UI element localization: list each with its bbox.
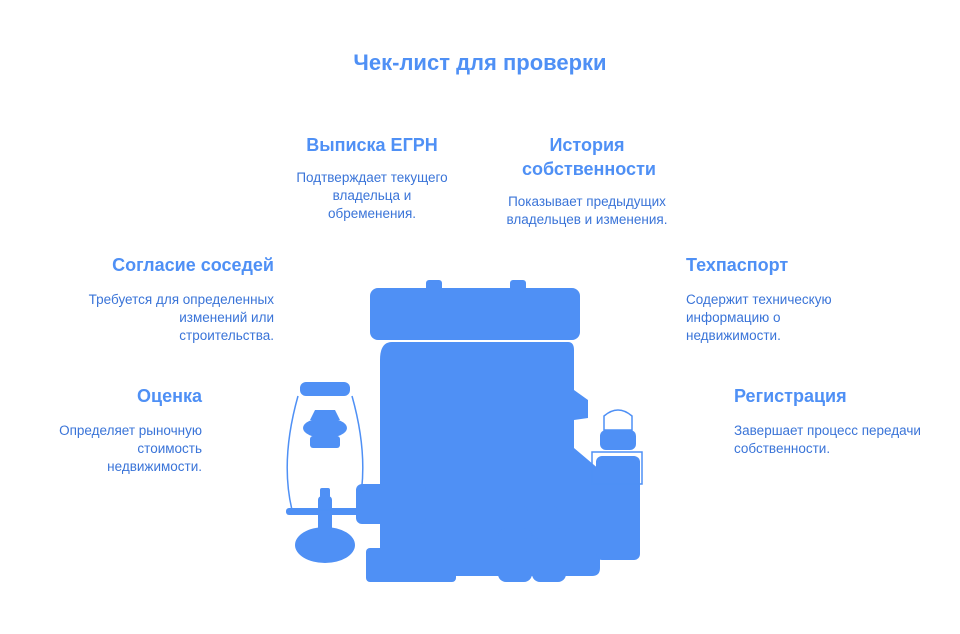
item-heading: Оценка [137, 386, 202, 406]
item-heading: История собственности [522, 135, 656, 179]
item-description: Определяет рыночную стоимость недвижимос… [59, 423, 202, 474]
page-title: Чек-лист для проверки [353, 50, 607, 75]
item-heading: Техпаспорт [686, 255, 789, 275]
item-history: История собственности Показывает предыду… [492, 133, 682, 229]
item-heading: Выписка ЕГРН [306, 135, 438, 155]
item-description: Завершает процесс передачи собственности… [734, 423, 921, 456]
item-registration: Регистрация Завершает процесс передачи с… [734, 384, 934, 458]
item-egrn: Выписка ЕГРН Подтверждает текущего владе… [282, 133, 462, 223]
item-heading: Согласие соседей [112, 255, 274, 275]
item-description: Содержит техническую информацию о недвиж… [686, 292, 832, 343]
item-description: Показывает предыдущих владельцев и измен… [506, 194, 668, 227]
item-neighbors: Согласие соседей Требуется для определен… [74, 253, 274, 345]
item-techpassport: Техпаспорт Содержит техническую информац… [686, 253, 866, 345]
travel-gear-icon [286, 280, 643, 582]
item-heading: Регистрация [734, 386, 847, 406]
item-description: Подтверждает текущего владельца и обреме… [296, 170, 448, 221]
item-description: Требуется для определенных изменений или… [88, 292, 274, 343]
item-valuation: Оценка Определяет рыночную стоимость нед… [22, 384, 202, 476]
